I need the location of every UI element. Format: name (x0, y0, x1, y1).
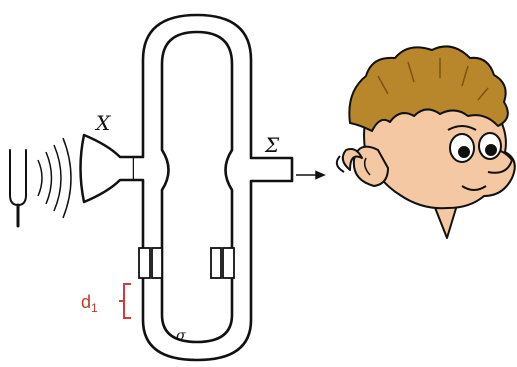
boy-listening-icon (335, 45, 516, 239)
slide-length-label: d1 (81, 292, 98, 315)
exit-label: Σ (264, 133, 280, 157)
sound-waves-icon (37, 137, 72, 219)
entrance-label: X (94, 111, 111, 135)
tuning-fork-icon (9, 149, 27, 228)
arrow-right-icon (296, 170, 326, 180)
bottom-label: σ (176, 328, 186, 344)
entrance-funnel (79, 133, 136, 204)
slide-length-subscript: 1 (91, 301, 98, 315)
tube-inner-wall (160, 30, 234, 344)
sliding-sleeves (138, 247, 235, 279)
slide-length-symbol: d (81, 292, 91, 312)
slide-length-bracket (119, 283, 131, 319)
